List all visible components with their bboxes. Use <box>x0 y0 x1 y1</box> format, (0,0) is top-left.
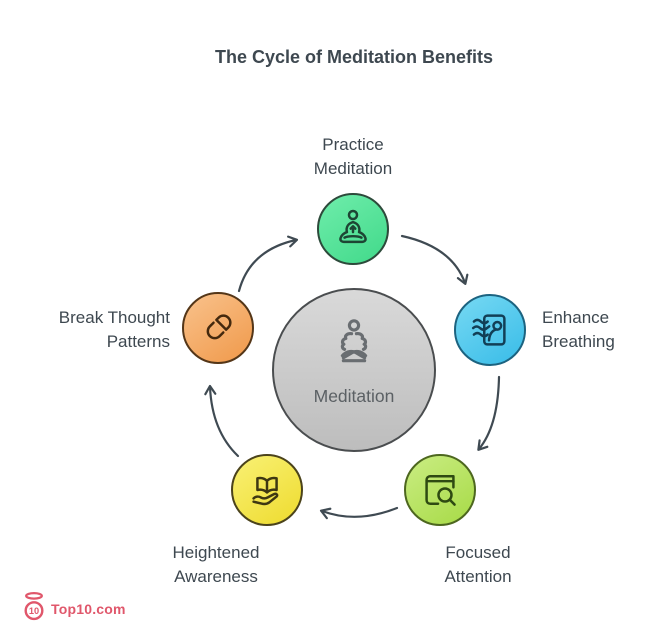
book-on-hand-icon <box>252 476 279 506</box>
node-focused-attention <box>404 454 476 526</box>
node-enhance-breathing <box>454 294 526 366</box>
label-break-thought-patterns: Break Thought Patterns <box>58 308 170 351</box>
book-magnifier-icon <box>425 474 456 506</box>
top10-badge-icon: 10 <box>24 592 44 621</box>
meditating-person-icon <box>339 209 367 244</box>
page-title: The Cycle of Meditation Benefits <box>214 47 494 67</box>
logo-badge-number: 10 <box>29 606 39 616</box>
node-heightened-awareness <box>231 454 303 526</box>
label-heightened-awareness: Heightened Awareness <box>172 543 260 586</box>
arrow-right-to-bottom-right <box>477 375 501 451</box>
logo-text: Top10.com <box>51 601 126 617</box>
label-practice-meditation: Practice Meditation <box>313 135 393 178</box>
arrow-bottom-left-to-left <box>204 384 240 458</box>
node-practice-meditation <box>317 193 389 265</box>
label-enhance-breathing: Enhance Breathing <box>542 308 615 351</box>
center-circle: Meditation <box>272 288 436 452</box>
breathing-waves-icon <box>471 314 506 346</box>
center-label: Meditation <box>313 386 395 406</box>
broken-capsule-icon <box>206 314 232 340</box>
arrow-left-to-top <box>237 235 299 293</box>
arrow-top-to-right <box>400 234 469 286</box>
arrow-bottom-right-to-bottom-left <box>319 506 399 520</box>
node-break-thought-patterns <box>182 292 254 364</box>
lotus-meditation-icon <box>340 319 368 363</box>
top10-logo[interactable]: 10 Top10.com <box>22 591 126 622</box>
label-focused-attention: Focused Attention <box>444 543 512 586</box>
